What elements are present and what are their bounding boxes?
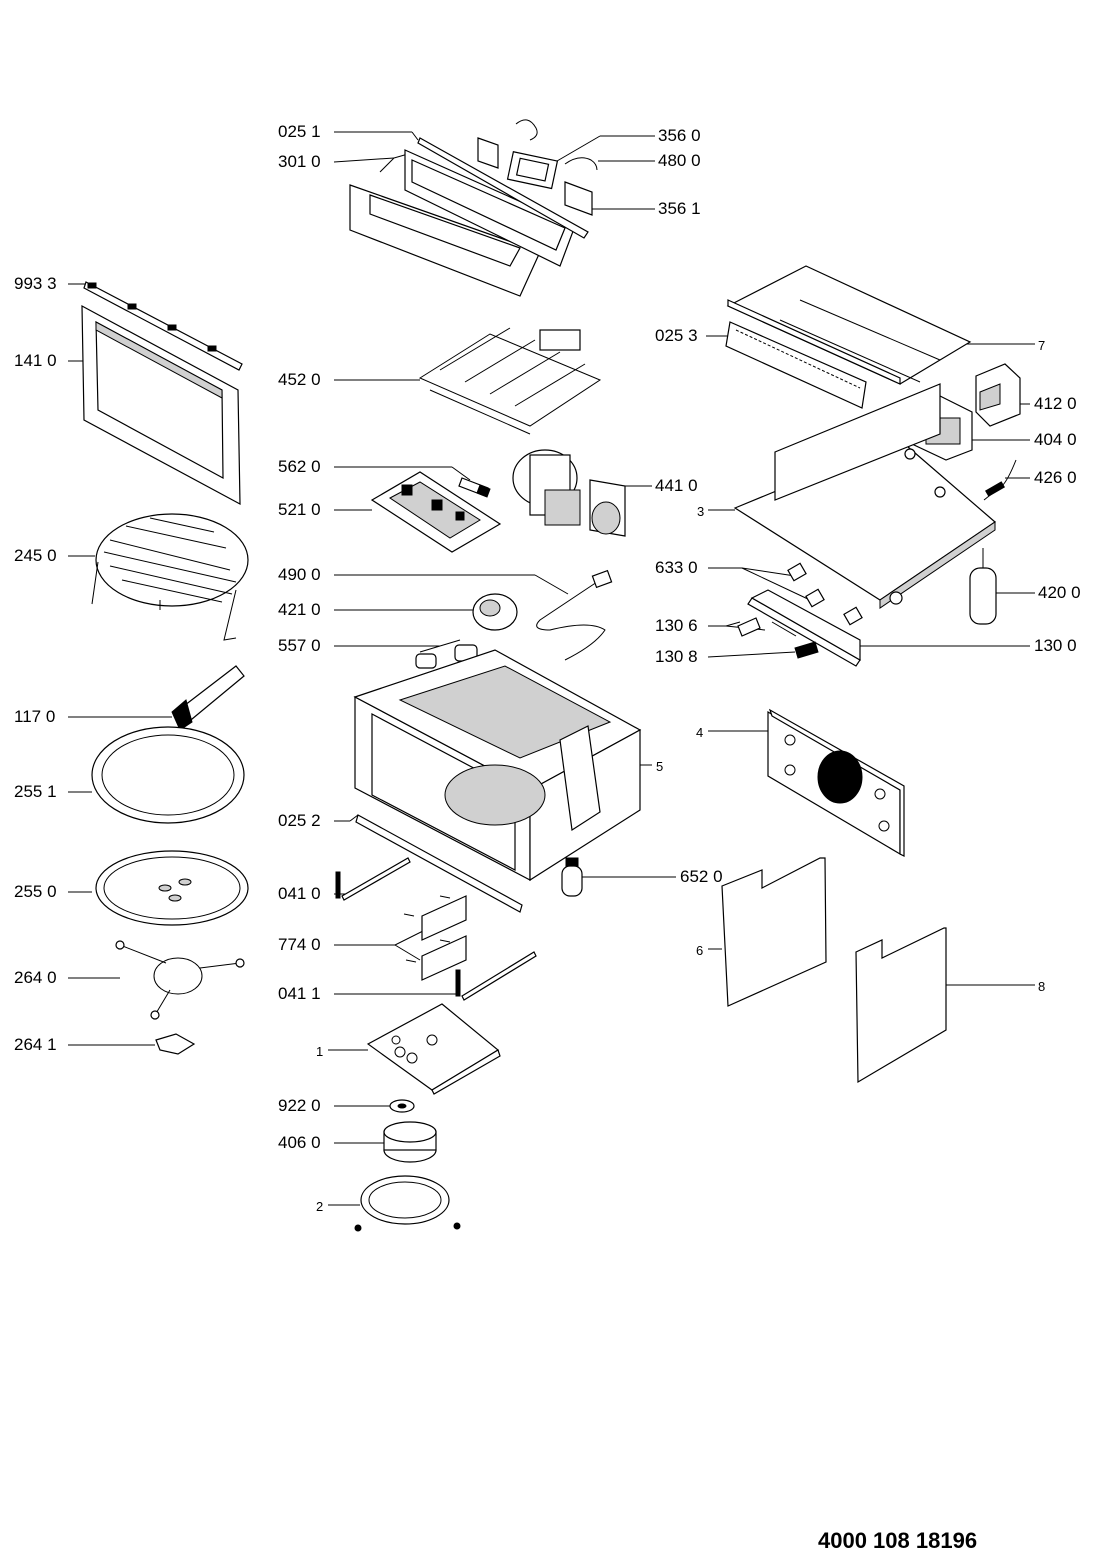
label-2: 2 — [316, 1199, 324, 1214]
part-452-0-grill — [418, 327, 602, 435]
part-117-0-handle — [171, 665, 245, 731]
part-255-0-plate — [95, 850, 249, 926]
part-2-cover-ring — [354, 1175, 461, 1232]
part-245-0-rack — [91, 513, 249, 641]
part-025-2-strip — [355, 814, 523, 913]
label-130-6: 130 6 — [655, 616, 698, 635]
part-421-0-capacitor — [472, 593, 518, 631]
label-025-3: 025 3 — [655, 326, 698, 345]
part-652-0-lamp — [561, 857, 583, 897]
label-255-1: 255 1 — [14, 782, 57, 801]
label-557-0: 557 0 — [278, 636, 321, 655]
part-301-0-control-panel — [349, 119, 598, 297]
part-130-8-spring — [794, 641, 819, 659]
part-420-0-capacitor — [969, 548, 997, 625]
label-141-0: 141 0 — [14, 351, 57, 370]
part-521-0-board — [370, 471, 502, 553]
part-025-3-trim — [725, 321, 867, 409]
part-041-1-rail — [455, 951, 537, 1001]
label-562-0: 562 0 — [278, 457, 321, 476]
label-4: 4 — [696, 725, 704, 740]
label-041-0: 041 0 — [278, 884, 321, 903]
label-117-0: 117 0 — [14, 707, 56, 726]
label-1: 1 — [316, 1044, 324, 1059]
part-490-0-power-cord — [536, 569, 613, 661]
label-490-0: 490 0 — [278, 565, 321, 584]
part-993-3-strip — [83, 281, 243, 371]
part-264-1-coupler — [155, 1033, 196, 1055]
part-1-bottom-plate — [366, 1003, 501, 1095]
part-5-cavity — [353, 649, 642, 882]
label-255-0: 255 0 — [14, 882, 57, 901]
label-441-0: 441 0 — [655, 476, 698, 495]
part-130-0-bracket — [747, 589, 861, 667]
part-041-0-rail — [335, 857, 411, 901]
label-8: 8 — [1038, 979, 1046, 994]
label-356-0: 356 0 — [658, 126, 701, 145]
label-633-0: 633 0 — [655, 558, 698, 577]
label-7: 7 — [1038, 338, 1046, 353]
label-452-0: 452 0 — [278, 370, 321, 389]
part-8-side-panel — [855, 927, 947, 1084]
part-633-0-switches — [787, 562, 863, 626]
label-652-0: 652 0 — [680, 867, 723, 886]
label-404-0: 404 0 — [1034, 430, 1077, 449]
part-562-0-fuse — [458, 477, 491, 498]
label-406-0: 406 0 — [278, 1133, 321, 1152]
label-412-0: 412 0 — [1034, 394, 1077, 413]
label-426-0: 426 0 — [1034, 468, 1077, 487]
part-255-1-ring — [91, 726, 245, 824]
label-245-0: 245 0 — [14, 546, 57, 565]
label-5: 5 — [656, 759, 664, 774]
part-412-0-transformer — [975, 363, 1021, 427]
part-3-chassis — [733, 383, 996, 609]
label-301-0: 301 0 — [278, 152, 321, 171]
part-4-back-panel — [767, 708, 905, 857]
label-521-0: 521 0 — [278, 500, 321, 519]
label-922-0: 922 0 — [278, 1096, 321, 1115]
leader-lines — [68, 131, 1035, 1206]
label-356-1: 356 1 — [658, 199, 701, 218]
part-774-0-plates — [403, 895, 467, 981]
label-025-1: 025 1 — [278, 122, 321, 141]
part-557-0-thermostats — [415, 644, 478, 669]
label-3: 3 — [697, 504, 705, 519]
label-421-0: 421 0 — [278, 600, 321, 619]
part-406-0-motor — [383, 1121, 437, 1163]
part-441-0-fan-motor — [512, 449, 626, 537]
label-993-3: 993 3 — [14, 274, 57, 293]
label-264-0: 264 0 — [14, 968, 57, 987]
label-041-1: 041 1 — [278, 984, 321, 1003]
label-420-0: 420 0 — [1038, 583, 1081, 602]
part-130-6-latch — [737, 617, 797, 637]
part-264-0-roller-ring — [115, 940, 245, 1020]
label-025-2: 025 2 — [278, 811, 321, 830]
label-130-8: 130 8 — [655, 647, 698, 666]
part-922-0-washer — [389, 1099, 415, 1113]
part-141-0-door — [81, 304, 241, 506]
part-6-side-panel — [721, 857, 827, 1007]
label-480-0: 480 0 — [658, 151, 701, 170]
part-426-0-diode — [983, 459, 1017, 501]
document-number: 4000 108 18196 — [818, 1528, 978, 1553]
label-6: 6 — [696, 943, 704, 958]
part-7-top-cover — [726, 265, 972, 385]
label-130-0: 130 0 — [1034, 636, 1077, 655]
label-264-1: 264 1 — [14, 1035, 57, 1054]
label-774-0: 774 0 — [278, 935, 321, 954]
